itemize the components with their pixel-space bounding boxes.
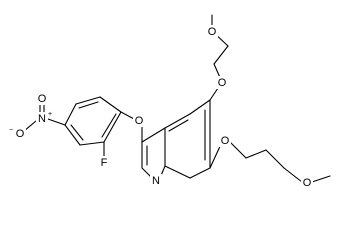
bond-ph-2 (75, 96, 101, 105)
bond-ph-1 (99, 96, 122, 113)
bond-pyr-1 (141, 127, 166, 143)
bond-o-methyl-bottom (311, 175, 331, 183)
atom-o-ring-top: O (218, 77, 227, 89)
bond-layer (23, 14, 331, 183)
molecule-drawing: O O O O O N N + O O − F (9, 14, 331, 189)
bond-ph-5 (79, 141, 105, 146)
bond-ch2-ch2-top (213, 45, 229, 65)
bond-ph-double-3 (101, 113, 117, 138)
bond-ph-double-1 (78, 101, 99, 109)
atom-o-nitro-left: O (16, 128, 25, 140)
bond-ch2-ch2-bottom-2 (265, 149, 285, 169)
structure-diagram: O O O O O N N + O O − F (9, 14, 331, 189)
bond-ph-4 (64, 124, 81, 146)
bond-benzo-1 (189, 99, 211, 115)
bond-ch2-ch2-bottom (245, 149, 267, 159)
bond-benzo-4 (164, 165, 191, 179)
atom-layer: O O O O O N N + O O − F (9, 25, 313, 189)
charge-plus: + (48, 111, 52, 118)
bond-benzo-5 (189, 167, 211, 179)
bond-ph-3 (64, 103, 77, 126)
atom-o-ring-bottom: O (221, 135, 230, 147)
bond-benzo-double-1 (168, 119, 189, 132)
atom-fluorine: F (101, 157, 108, 169)
bond-ch2-o-bottom (283, 167, 303, 183)
atom-o-ether-bottom: O (303, 177, 312, 189)
atom-o-aryl: O (135, 115, 144, 127)
atom-n-ring: N (152, 175, 160, 187)
atom-o-nitro-top: O (38, 93, 47, 105)
atom-n-nitro: N (38, 113, 46, 125)
charge-minus: − (9, 127, 13, 134)
bond-benzo-2 (164, 113, 191, 129)
bond-ph-double-2 (70, 124, 84, 141)
bond-c-n-nitro (47, 118, 66, 126)
bond-ph-6 (103, 111, 122, 143)
atom-o-ether-top: O (208, 26, 217, 38)
